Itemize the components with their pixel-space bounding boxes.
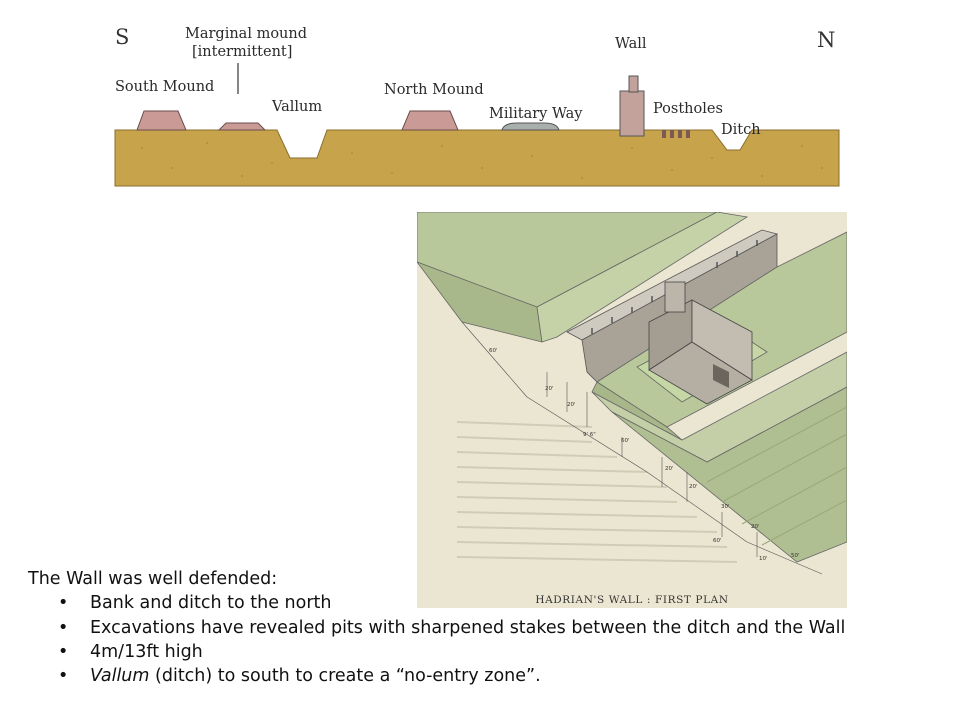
postholes: [662, 130, 690, 138]
ground-texture: [141, 142, 823, 179]
ditch-label: Ditch: [721, 122, 761, 138]
bullet-item: • Bank and ditch to the north: [58, 591, 948, 615]
postholes-label: Postholes: [653, 101, 723, 117]
vallum-bank: [536, 212, 749, 343]
military-way: [501, 122, 560, 131]
wall: [619, 90, 645, 137]
bullet-marker: •: [58, 617, 69, 638]
dim-label: 10': [759, 556, 768, 562]
milecastle-east-wall: [691, 299, 753, 381]
bullet-text: 4m/13ft high: [90, 641, 203, 662]
dim-label: 60': [621, 438, 630, 444]
intermittent-label: [intermittent]: [192, 44, 292, 60]
dim-label: 60': [489, 348, 498, 354]
background-print-lines: [456, 421, 738, 563]
dim-label: 20': [567, 402, 576, 408]
intro-text: The Wall was well defended:: [28, 569, 278, 589]
wall-crenellations: [591, 240, 758, 334]
first-plan-figure: 60' 20' 20' 9' 6" 60' 20' 20' 30' 20' 60…: [417, 212, 847, 608]
bullet-text: (ditch) to south to create a “no-entry z…: [149, 666, 541, 687]
bullet-italic-term: Vallum: [90, 666, 150, 687]
dim-label: 20': [545, 386, 554, 392]
dim-label: 30': [721, 504, 730, 510]
dim-label: 20': [665, 466, 674, 472]
bullet-marker: •: [58, 666, 69, 687]
bullet-item: • 4m/13ft high: [58, 640, 948, 664]
marginal-mound-label: Marginal mound: [185, 26, 307, 42]
south-label: S: [115, 25, 129, 49]
north-mound-label: North Mound: [384, 82, 484, 98]
ground-profile: [114, 129, 840, 187]
plan-caption: HADRIAN'S WALL : FIRST PLAN: [535, 594, 729, 606]
dim-label: 20': [689, 484, 698, 490]
south-mound: [136, 110, 187, 131]
marginal-mound: [217, 122, 267, 131]
bullet-text: Bank and ditch to the north: [90, 593, 332, 614]
wall-label: Wall: [615, 36, 647, 52]
wall-cap: [628, 75, 639, 93]
vallum-label: Vallum: [271, 99, 322, 115]
milecastle-gate: [713, 364, 729, 388]
bullet-text: Excavations have revealed pits with shar…: [90, 617, 846, 638]
bullet-marker: •: [58, 641, 69, 662]
cross-section-diagram: S N Marginal mound [intermittent] South …: [114, 25, 840, 187]
glacis-hatching: [706, 406, 847, 546]
dim-label: 9' 6": [583, 432, 596, 438]
milecastle-tower: [664, 281, 686, 313]
north-mound: [401, 110, 459, 131]
dim-label: 60': [713, 538, 722, 544]
dim-label: 50': [791, 553, 800, 559]
dim-label: 20': [751, 524, 760, 530]
military-way-label: Military Way: [489, 106, 583, 122]
bullet-marker: •: [58, 593, 69, 614]
bullet-list: • Bank and ditch to the north • Excavation…: [28, 591, 948, 688]
north-label: N: [817, 28, 835, 52]
south-mound-label: South Mound: [115, 79, 214, 95]
dimension-lines: [461, 321, 823, 575]
first-plan-drawing: 60' 20' 20' 9' 6" 60' 20' 20' 30' 20' 60…: [417, 212, 847, 575]
bullet-item: • Vallum (ditch) to south to create a “no…: [58, 664, 948, 688]
glacis: [611, 386, 847, 563]
body-text: The Wall was well defended: • Bank and di…: [28, 567, 948, 688]
bullet-item: • Excavations have revealed pits with sha…: [58, 616, 948, 640]
